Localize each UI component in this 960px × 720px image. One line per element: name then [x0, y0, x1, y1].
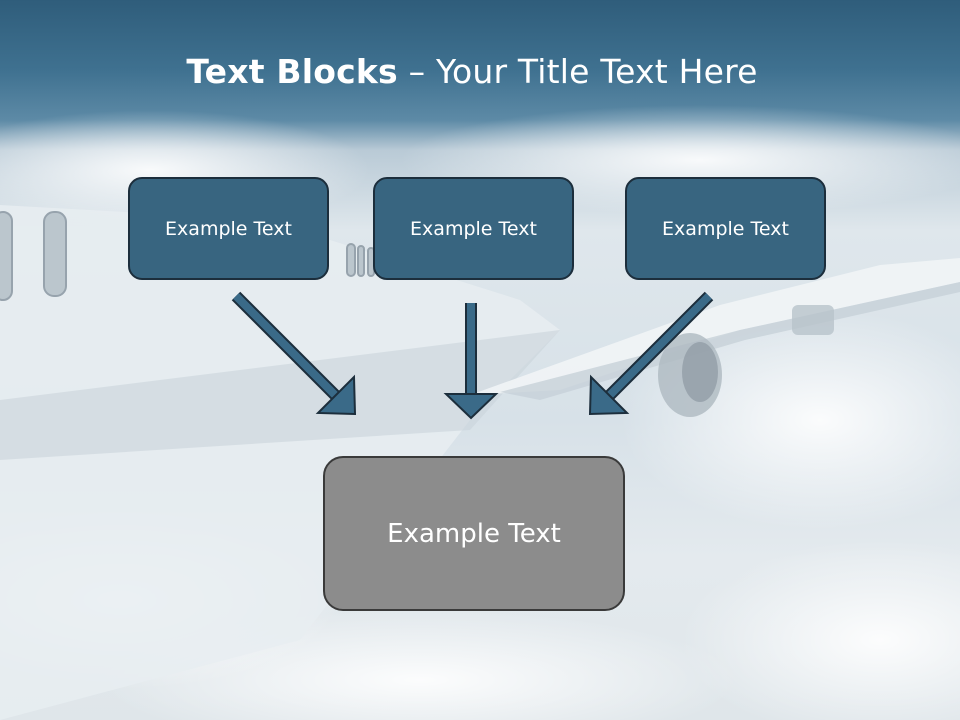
arrow-left [231, 291, 357, 416]
target-block: Example Text [323, 456, 625, 611]
text-block-2-label: Example Text [410, 217, 537, 240]
page-title: Text Blocks – Your Title Text Here [0, 52, 944, 91]
target-block-label: Example Text [387, 518, 561, 549]
title-bold: Text Blocks [186, 52, 398, 91]
title-rest: Your Title Text Here [435, 52, 758, 91]
arrow-middle [443, 303, 499, 420]
text-block-3-label: Example Text [662, 217, 789, 240]
text-block-3: Example Text [625, 177, 826, 280]
title-separator: – [397, 52, 436, 91]
text-block-1: Example Text [128, 177, 329, 280]
arrow-right [588, 291, 714, 416]
text-block-1-label: Example Text [165, 217, 292, 240]
text-block-2: Example Text [373, 177, 574, 280]
